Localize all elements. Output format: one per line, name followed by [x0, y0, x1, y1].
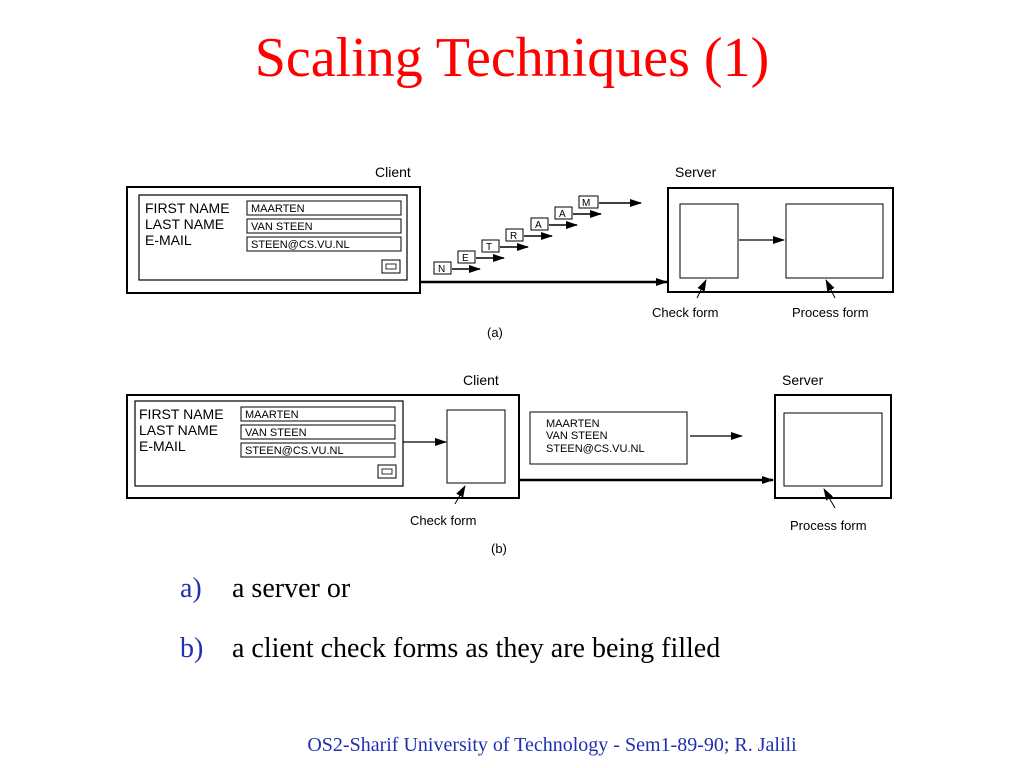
last-name-value-b: VAN STEEN	[245, 427, 307, 439]
form-panel-a	[138, 194, 408, 281]
caption-b: (b)	[491, 541, 507, 556]
email-label-b: E-MAIL	[139, 438, 186, 454]
submit-checkbox-b	[377, 464, 397, 479]
letter-a2: A	[559, 209, 566, 220]
bullet-marker: a)	[180, 573, 202, 604]
last-name-field-a	[246, 218, 402, 234]
email-value-a: STEEN@CS.VU.NL	[251, 239, 350, 251]
check-form-box-a	[679, 203, 739, 279]
check-form-pointer-a	[696, 279, 707, 299]
submit-checkbox-inner-a	[385, 263, 397, 270]
email-field-a	[246, 236, 402, 252]
client-window-a	[126, 186, 421, 294]
check-form-label-a: Check form	[652, 305, 718, 320]
first-name-label-a: FIRST NAME	[145, 200, 230, 216]
letter-t: T	[486, 242, 492, 253]
letter-e: E	[462, 253, 469, 264]
caption-a: (a)	[487, 325, 503, 340]
letter-a1: A	[535, 220, 542, 231]
process-form-pointer-a	[825, 279, 836, 299]
bullet-item-a: a) a server or	[180, 573, 980, 633]
process-form-box-b	[783, 412, 883, 487]
email-field-b	[240, 442, 396, 458]
diagram-b: Client Server FIRST NAME LAST NAME E-MAI…	[126, 372, 892, 556]
message-line-1-b: MAARTEN	[546, 418, 600, 430]
server-label-a: Server	[675, 164, 717, 180]
client-label-a: Client	[375, 164, 411, 180]
server-window-a	[667, 187, 894, 293]
submit-checkbox-a	[381, 259, 401, 274]
client-window-b	[126, 394, 520, 499]
check-form-label-b: Check form	[410, 513, 476, 528]
message-box-b	[529, 411, 688, 465]
form-panel-b	[134, 400, 404, 487]
submit-checkbox-inner-b	[381, 468, 393, 475]
client-label-b: Client	[463, 372, 499, 388]
letter-m: M	[582, 198, 590, 209]
message-line-3-b: STEEN@CS.VU.NL	[546, 443, 645, 455]
server-window-b	[774, 394, 892, 499]
check-form-pointer-b	[454, 485, 466, 505]
bullet-text: a client check forms as they are being f…	[232, 633, 721, 664]
first-name-field-a	[246, 200, 402, 216]
last-name-field-b	[240, 424, 396, 440]
bullet-list: a) a server or b) a client check forms a…	[180, 573, 980, 693]
process-form-label-b: Process form	[790, 518, 867, 533]
letter-n: N	[438, 264, 445, 275]
first-name-field-b	[240, 406, 396, 422]
check-form-box-b	[446, 409, 506, 484]
last-name-label-a: LAST NAME	[145, 216, 224, 232]
email-label-a: E-MAIL	[145, 232, 192, 248]
bullet-text: a server or	[232, 573, 351, 604]
email-value-b: STEEN@CS.VU.NL	[245, 445, 344, 457]
letter-stream-a: N E T R A A M	[433, 195, 642, 275]
diagram-a: Client Server FIRST NAME LAST NAME E-MAI…	[126, 164, 894, 340]
last-name-value-a: VAN STEEN	[251, 221, 313, 233]
slide-title: Scaling Techniques (1)	[254, 27, 770, 89]
process-form-pointer-b	[823, 488, 836, 509]
last-name-label-b: LAST NAME	[139, 422, 218, 438]
first-name-value-b: MAARTEN	[245, 409, 299, 421]
first-name-value-a: MAARTEN	[251, 203, 305, 215]
server-label-b: Server	[782, 372, 824, 388]
process-form-box-a	[785, 203, 884, 279]
bullet-item-b: b) a client check forms as they are bein…	[180, 633, 980, 693]
first-name-label-b: FIRST NAME	[139, 406, 224, 422]
letter-r: R	[510, 231, 517, 242]
message-line-2-b: VAN STEEN	[546, 430, 608, 442]
bullet-marker: b)	[180, 633, 204, 664]
footer-text: OS2-Sharif University of Technology - Se…	[307, 734, 797, 756]
process-form-label-a: Process form	[792, 305, 869, 320]
